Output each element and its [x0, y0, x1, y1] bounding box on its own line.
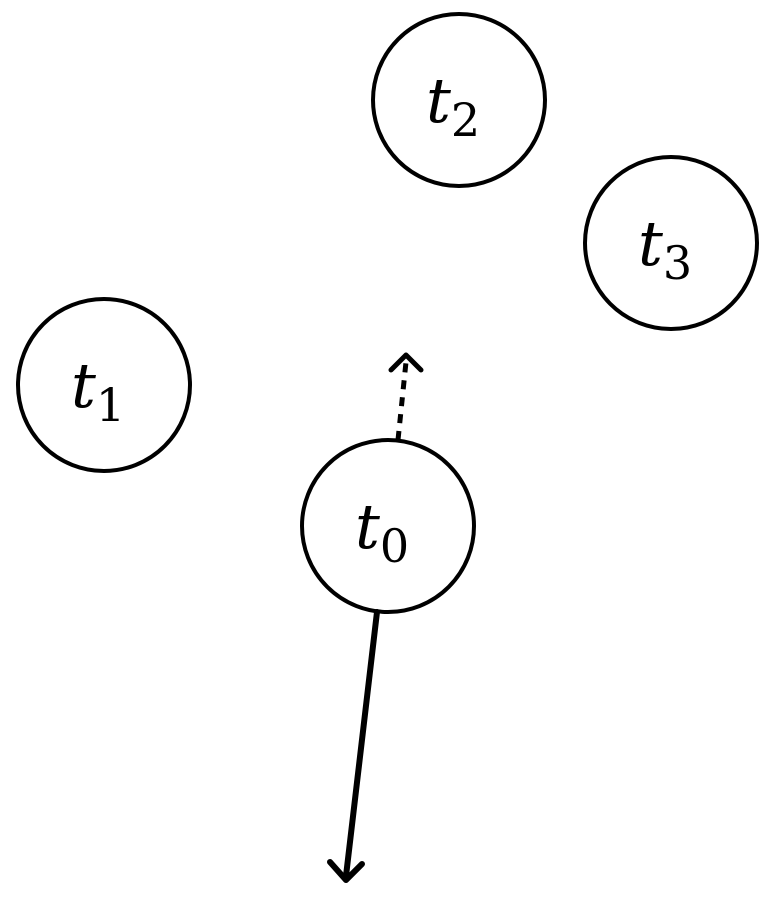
node-t2-label: t2 — [426, 64, 480, 147]
node-t0-circle — [300, 438, 476, 614]
node-t0-label-sub: 0 — [380, 519, 409, 573]
node-t1-label-base: t — [71, 349, 96, 422]
node-t1-label-sub: 1 — [96, 378, 125, 432]
node-t3-circle — [583, 155, 759, 331]
node-t1-circle — [16, 297, 192, 473]
solid-arrow-head — [327, 859, 365, 883]
node-t0-label-base: t — [355, 490, 380, 563]
node-t1: t1 — [16, 297, 192, 473]
node-t0: t0 — [300, 438, 476, 614]
node-t2-label-sub: 2 — [451, 93, 480, 147]
dotted-arrow-shaft — [395, 361, 409, 441]
solid-arrow-shaft — [343, 609, 380, 879]
node-t2-circle — [371, 12, 547, 188]
node-t3-label-base: t — [638, 207, 663, 280]
solid-arrow-down — [327, 609, 380, 883]
node-t1-label: t1 — [71, 349, 125, 432]
dotted-arrow-up — [388, 352, 424, 441]
node-t3-label-sub: 3 — [663, 236, 692, 290]
node-t0-label: t0 — [355, 490, 409, 573]
dotted-arrow-head — [388, 352, 424, 373]
node-t2-label-base: t — [426, 64, 451, 137]
node-t2: t2 — [371, 12, 547, 188]
node-t3: t3 — [583, 155, 759, 331]
node-t3-label: t3 — [638, 207, 692, 290]
